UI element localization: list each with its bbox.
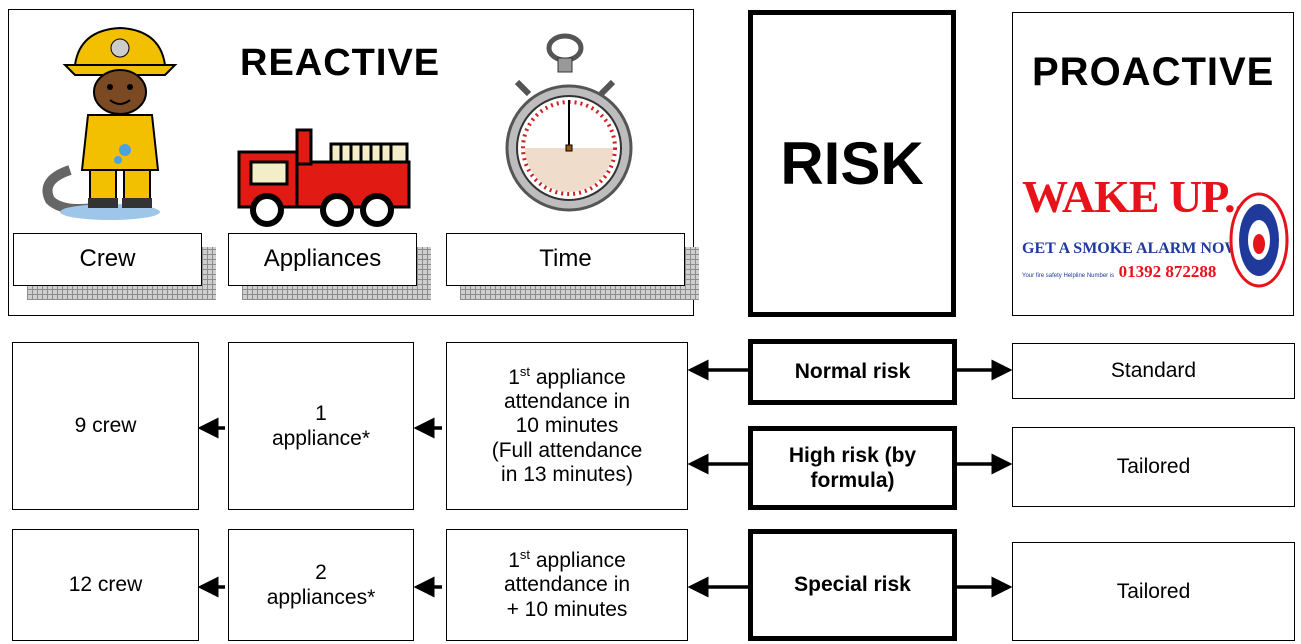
attendance-2-ordinal-sup: st <box>519 547 531 563</box>
proactive-title: PROACTIVE <box>1032 50 1275 94</box>
attendance-1-line1: 1st appliance <box>508 364 626 390</box>
firefighter-icon <box>42 26 178 220</box>
crew-label-text: Crew <box>79 245 136 273</box>
stopwatch-icon <box>505 33 633 212</box>
tailored-1-text: Tailored <box>1116 455 1191 479</box>
poster-helpline-label: Your fire safety Helpline Number is <box>1022 273 1115 279</box>
crew-12-text: 12 crew <box>68 573 143 597</box>
poster-helpline-number: 01392 872288 <box>1118 262 1217 281</box>
appliance-1-text: appliance* <box>271 427 371 450</box>
attendance-1-box: 1st appliance attendance in 10 minutes (… <box>446 342 688 510</box>
poster-headline: WAKE UP... <box>1022 171 1257 222</box>
appliance-2-text: appliances* <box>266 586 376 609</box>
fire-engine-icon <box>237 128 411 227</box>
special-risk-box: Special risk <box>748 529 957 641</box>
attendance-2-box: 1st appliance attendance in + 10 minutes <box>446 529 688 641</box>
high-risk-line1: High risk (by <box>788 443 917 467</box>
appliances-label: Appliances <box>228 233 417 286</box>
time-label: Time <box>446 233 685 286</box>
attendance-2-line1: 1st appliance <box>508 547 626 573</box>
time-label-text: Time <box>539 245 592 273</box>
reactive-title: REACTIVE <box>240 42 441 84</box>
high-risk-line2: formula) <box>810 469 895 492</box>
poster-helpline: Your fire safety Helpline Number is 0139… <box>1022 262 1216 282</box>
attendance-1-line2: attendance in <box>503 390 631 414</box>
attendance-1-ordinal: 1 <box>508 366 520 390</box>
risk-title: RISK <box>780 129 924 197</box>
appliances-label-text: Appliances <box>263 245 382 273</box>
attendance-2-line2: attendance in <box>503 573 631 597</box>
tailored-1-box: Tailored <box>1012 427 1295 507</box>
attendance-2-ordinal: 1 <box>508 549 520 573</box>
tailored-2-box: Tailored <box>1012 542 1295 641</box>
attendance-1-line3: 10 minutes <box>515 414 619 438</box>
appliance-2-box: 2 appliances* <box>228 529 414 641</box>
crew-label: Crew <box>13 233 202 286</box>
appliance-2-num: 2 <box>315 560 327 584</box>
standard-box: Standard <box>1012 343 1295 399</box>
attendance-1-line1-rest: appliance <box>530 366 626 390</box>
attendance-1-ordinal-sup: st <box>519 364 531 380</box>
attendance-1-line4: (Full attendance <box>491 438 643 462</box>
high-risk-box: High risk (by formula) <box>748 426 957 510</box>
crew-9-text: 9 crew <box>74 414 137 438</box>
poster-subline: GET A SMOKE ALARM NOW! <box>1022 240 1246 257</box>
attendance-2-line1-rest: appliance <box>530 549 626 573</box>
attendance-1-line5: in 13 minutes) <box>501 462 633 486</box>
crew-12-box: 12 crew <box>12 529 199 641</box>
normal-risk-text: Normal risk <box>794 360 911 384</box>
appliance-1-box: 1 appliance* <box>228 342 414 510</box>
attendance-2-line3: + 10 minutes <box>506 597 628 621</box>
special-risk-text: Special risk <box>794 573 911 597</box>
standard-text: Standard <box>1110 359 1197 383</box>
normal-risk-box: Normal risk <box>748 339 957 405</box>
tailored-2-text: Tailored <box>1116 579 1191 603</box>
risk-panel: RISK <box>748 10 956 317</box>
fire-service-logo-icon <box>1229 192 1289 288</box>
appliance-1-num: 1 <box>315 401 327 425</box>
